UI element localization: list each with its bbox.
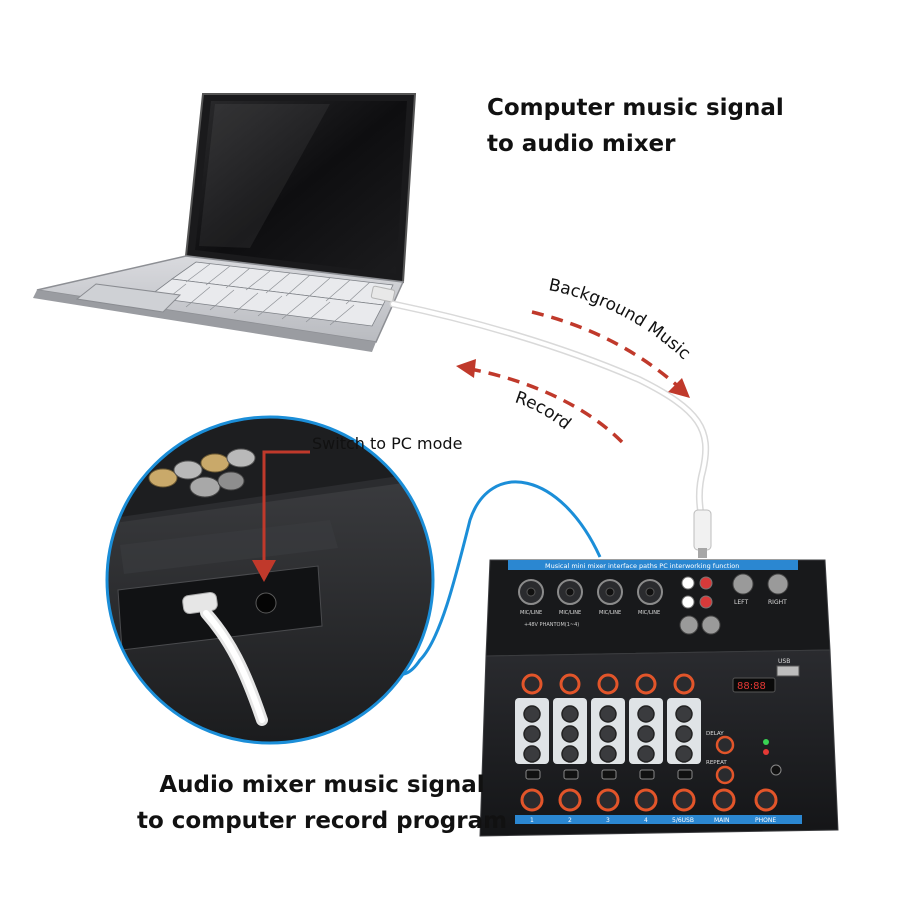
caption-top-line-2: to audio mixer: [487, 131, 676, 157]
channel-strips: [515, 673, 778, 812]
mic-line-label-1: MIC/LINE: [520, 610, 542, 616]
channel-3-label: 3: [606, 817, 610, 824]
record-arrow: [456, 359, 624, 444]
switch-to-pc-mode-label: Switch to PC mode: [312, 434, 463, 453]
background-music-arrow: [531, 310, 690, 398]
record-label: Record: [513, 388, 575, 434]
keyboard-keys: [146, 261, 394, 327]
mic-line-label-4: MIC/LINE: [638, 610, 660, 616]
repeat-label: REPEAT: [706, 760, 727, 766]
usb-c-plug: [693, 509, 712, 551]
channel-4-label: 4: [644, 817, 648, 824]
mic-line-label-2: MIC/LINE: [559, 610, 581, 616]
mixer-to-computer-caption: Audio mixer music signal to computer rec…: [137, 767, 507, 839]
pc-mode-switch: [255, 592, 277, 614]
channel-2-label: 2: [568, 817, 572, 824]
phantom-label: +48V PHANTOM(1~4): [524, 622, 579, 628]
computer-to-mixer-caption: Computer music signal to audio mixer: [487, 90, 784, 162]
delay-label: DELAY: [706, 731, 724, 737]
switch-pointer-arrow: [252, 450, 310, 582]
zoom-callout: [105, 415, 435, 745]
left-output-label: LEFT: [734, 599, 748, 606]
channel-5-6-usb-label: 5/6USB: [672, 817, 694, 824]
phone-label: PHONE: [755, 817, 776, 824]
audio-mixer-illustration: Musical mini mixer interface paths PC in…: [479, 559, 839, 837]
laptop-illustration: [33, 93, 417, 352]
main-label: MAIN: [714, 817, 730, 824]
right-output-label: RIGHT: [768, 599, 787, 606]
caption-bottom-line-2: to computer record program: [137, 808, 508, 834]
caption-top-line-1: Computer music signal: [487, 95, 784, 121]
caption-bottom-line-1: Audio mixer music signal: [159, 772, 485, 798]
mic-line-label-3: MIC/LINE: [599, 610, 621, 616]
mixer-banner: Musical mini mixer interface paths PC in…: [545, 562, 739, 570]
mixer-display: 88:88: [737, 681, 766, 692]
usb-label: USB: [778, 658, 790, 665]
channel-1-label: 1: [530, 817, 534, 824]
